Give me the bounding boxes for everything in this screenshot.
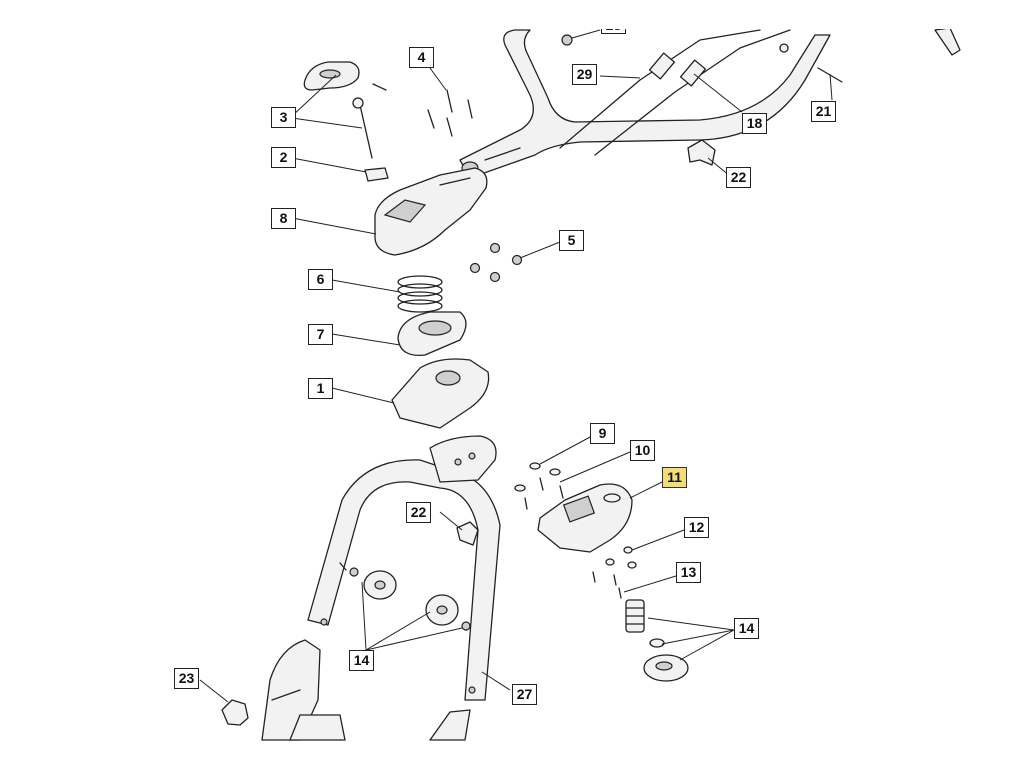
top-clip-mask xyxy=(0,0,1024,29)
callout-22-top: 22 xyxy=(726,167,751,188)
leader-lines xyxy=(199,29,833,703)
handle-housing-8 xyxy=(374,167,488,256)
clip-23 xyxy=(221,699,249,726)
callout-22-lower: 22 xyxy=(406,502,431,523)
callout-8: 8 xyxy=(271,208,296,229)
callout-14-right: 14 xyxy=(734,618,759,639)
callout-18: 18 xyxy=(742,113,767,134)
cable-clip-22-lower xyxy=(456,521,479,546)
nuts-5 xyxy=(469,242,523,283)
nut-28 xyxy=(561,34,573,46)
callout-7: 7 xyxy=(308,324,333,345)
cables xyxy=(559,29,791,156)
corner-part-top-right xyxy=(934,27,961,56)
callout-21: 21 xyxy=(811,101,836,122)
callout-6: 6 xyxy=(308,269,333,290)
frame-bottom xyxy=(261,639,471,741)
spring-6 xyxy=(397,275,443,313)
callout-3: 3 xyxy=(271,107,296,128)
callout-13: 13 xyxy=(676,562,701,583)
callout-29: 29 xyxy=(572,64,597,85)
callout-27: 27 xyxy=(512,684,537,705)
callout-4: 4 xyxy=(409,47,434,68)
spring-knob-14-right xyxy=(625,599,689,682)
callout-2: 2 xyxy=(271,147,296,168)
screws-4 xyxy=(427,89,473,137)
callout-10: 10 xyxy=(630,440,655,461)
ring-plate-7 xyxy=(397,311,467,357)
plate-2 xyxy=(364,167,389,182)
callout-12: 12 xyxy=(684,517,709,538)
upper-handle-bar xyxy=(459,29,831,179)
knobs-14-left xyxy=(339,562,471,631)
fasteners-12-13 xyxy=(592,546,637,599)
base-plate-1 xyxy=(391,358,490,429)
callout-9: 9 xyxy=(590,423,615,444)
lower-handle-27 xyxy=(307,435,501,701)
callout-1: 1 xyxy=(308,378,333,399)
lever-3 xyxy=(303,61,387,159)
small-fasteners-9-10 xyxy=(514,462,564,510)
cover-11 xyxy=(537,483,633,553)
cable-clip-22-top xyxy=(687,139,716,166)
callout-5: 5 xyxy=(559,230,584,251)
callout-14-left: 14 xyxy=(349,650,374,671)
callout-23: 23 xyxy=(174,668,199,689)
callout-11-highlighted: 11 xyxy=(662,467,687,488)
